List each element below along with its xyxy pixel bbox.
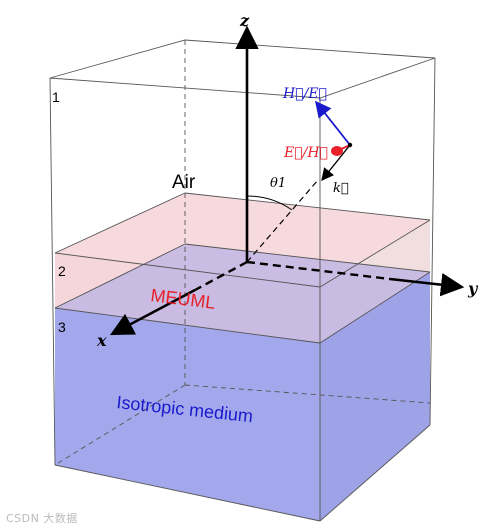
h-over-e-label: H⃗/E⃗ — [282, 86, 327, 102]
meuml-layer — [55, 193, 430, 343]
x-axis-label: x — [96, 331, 107, 350]
k-vector-dashed — [246, 179, 319, 263]
k-label: k⃗ — [333, 181, 349, 196]
k-vector — [321, 144, 351, 181]
medium-right-face — [320, 272, 430, 521]
y-axis-label: y — [467, 279, 479, 298]
x-axis-dashed — [194, 260, 248, 292]
z-axis-label: z — [239, 11, 250, 30]
air-label: Air — [172, 172, 196, 193]
wave-origin-point — [347, 142, 353, 148]
x-axis — [109, 288, 196, 336]
y-axis — [389, 273, 465, 297]
box-edges — [49, 39, 436, 522]
layer-3-number: 3 — [58, 319, 66, 335]
e-over-h-arrowhead-icon — [331, 146, 343, 156]
h-over-e-vector — [314, 100, 351, 146]
coordinate-axes: z y x — [96, 11, 479, 350]
angle-label: θ1 — [270, 176, 286, 191]
meuml-overlap — [55, 244, 430, 343]
e-over-h-label: E⃗/H⃗ — [283, 145, 328, 161]
angle-arc — [246, 195, 293, 211]
layer-1-number: 1 — [52, 89, 60, 105]
hidden-edges — [54, 40, 431, 466]
watermark: CSDN 大数据 — [6, 512, 78, 525]
layer-2-number: 2 — [58, 263, 66, 279]
y-axis-dashed — [246, 260, 391, 281]
incident-wave: H⃗/E⃗ E⃗/H⃗ k⃗ θ1 — [246, 86, 353, 263]
medium-front-face — [55, 308, 320, 521]
